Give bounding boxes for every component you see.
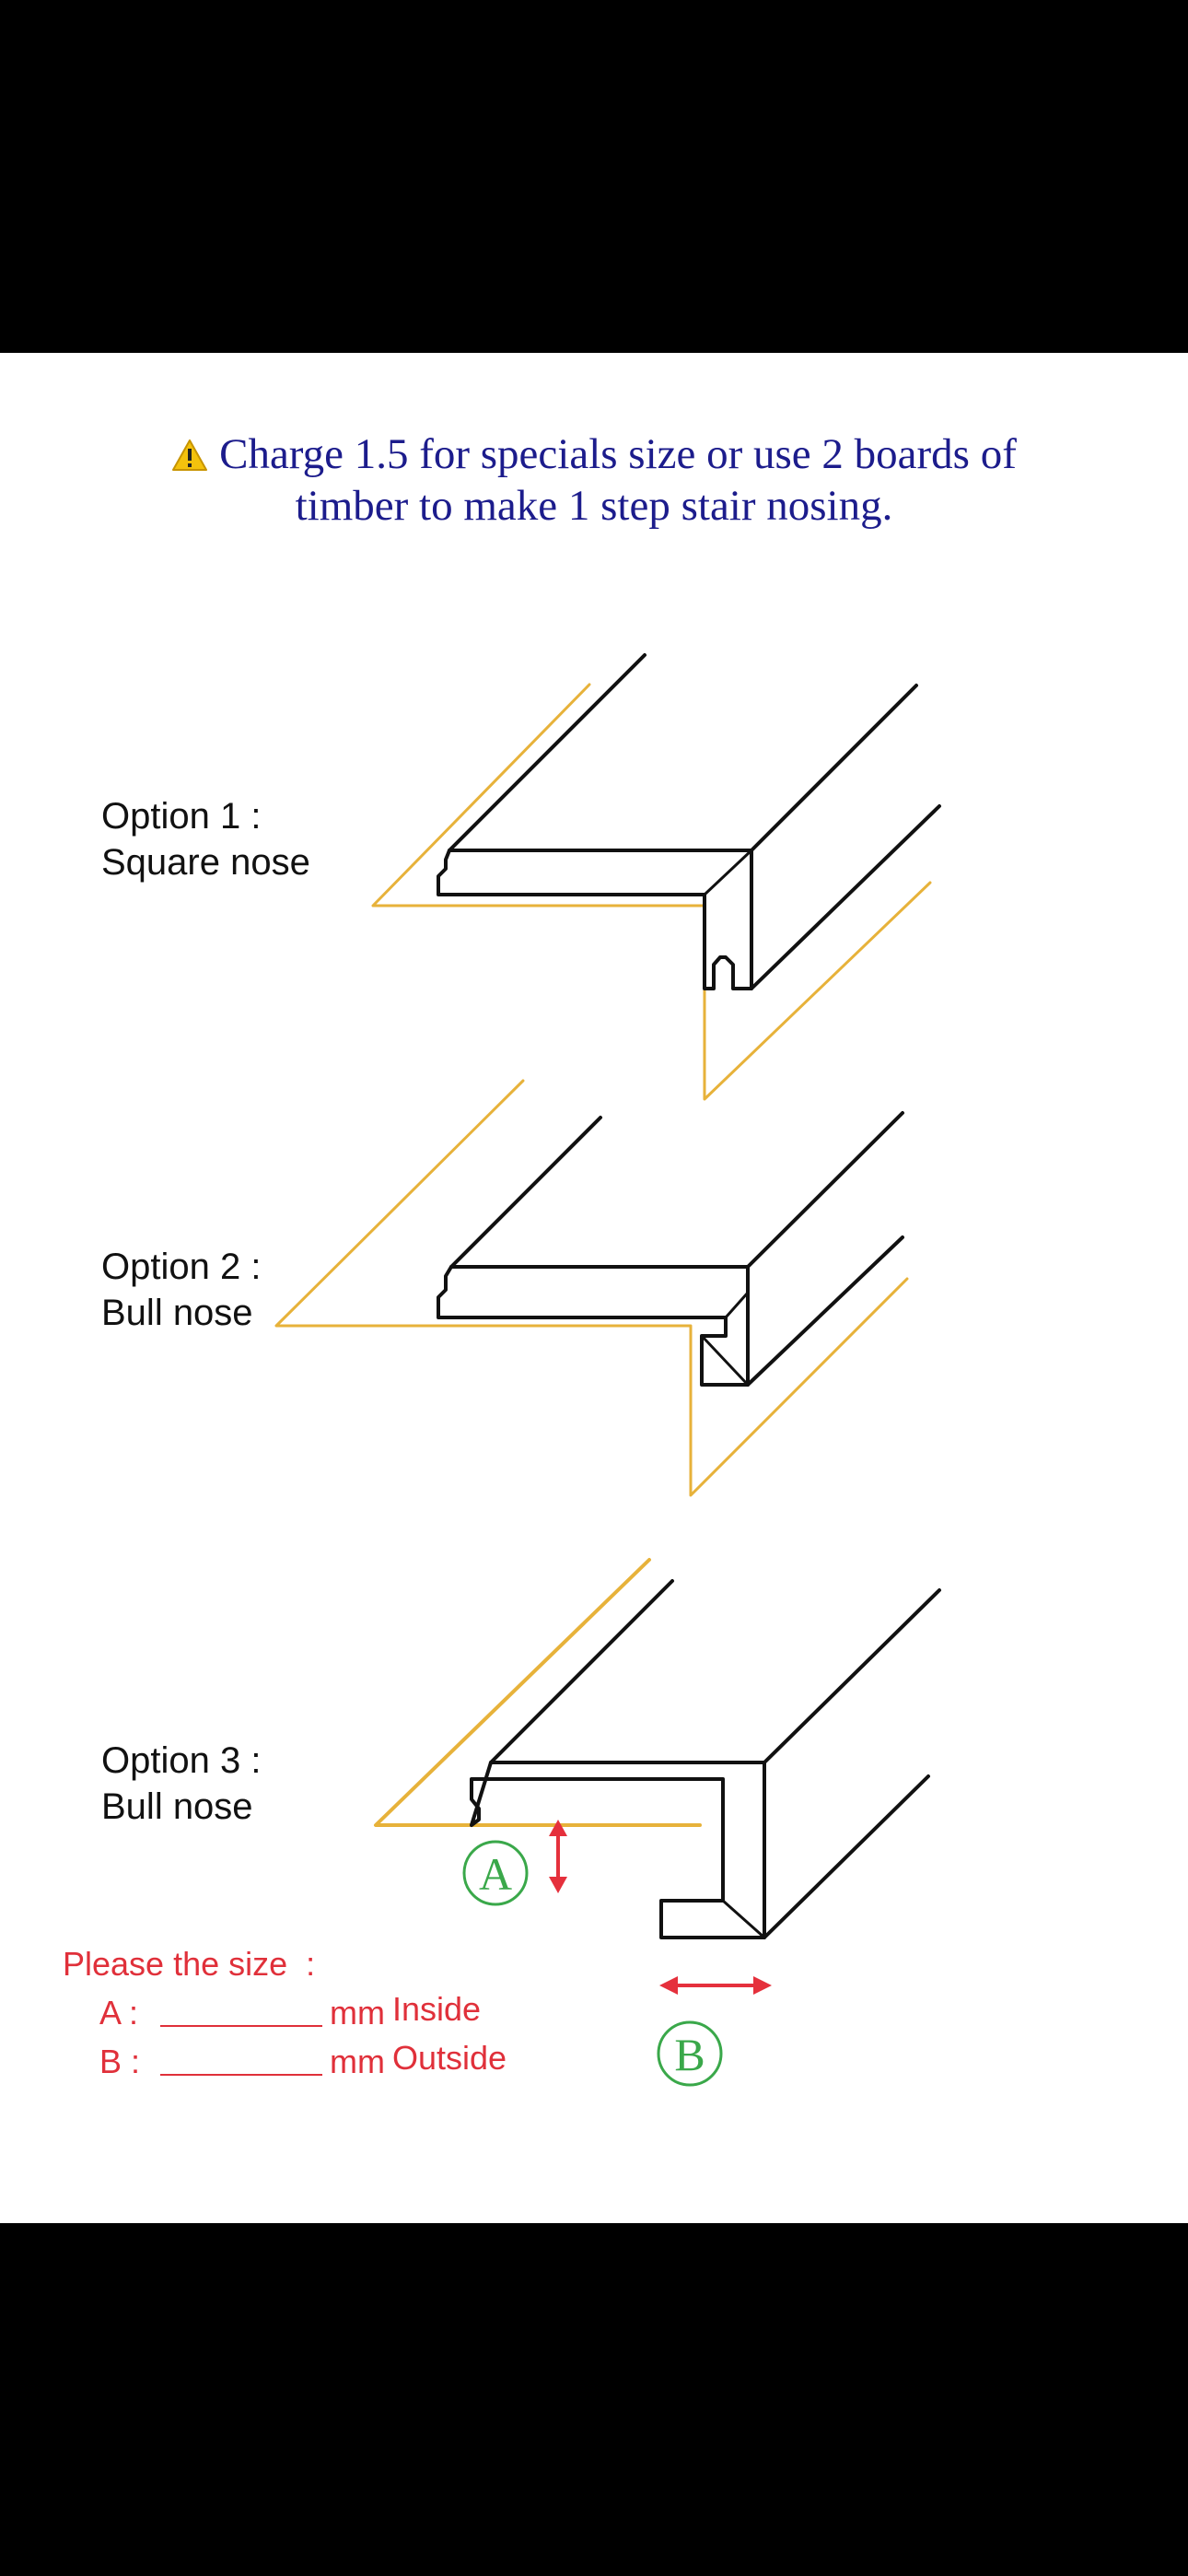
option-2-subtitle: Bull nose	[101, 1293, 253, 1333]
option-2-inner-crease-2	[700, 1334, 750, 1387]
option-3-subtitle: Bull nose	[101, 1786, 253, 1827]
marker-a-label: A	[479, 1848, 512, 1900]
option-1-label: Option 1 : Square nose	[101, 793, 310, 885]
option-2-back-edge	[746, 1111, 904, 1269]
option-3-title: Option 3 :	[101, 1740, 262, 1781]
size-request-heading: Please the size :	[63, 1945, 316, 1983]
size-a-unit: mm	[330, 1994, 385, 2032]
size-b-desc: Outside	[392, 2039, 507, 2077]
option-2-top-edge	[449, 1116, 602, 1269]
option-3-label: Option 3 : Bull nose	[101, 1738, 261, 1830]
dimension-a-arrow	[549, 1820, 567, 1893]
marker-b-label: B	[674, 2029, 705, 2080]
option-2-title: Option 2 :	[101, 1247, 262, 1287]
size-a-letter: A :	[99, 1994, 139, 2032]
option-1-diagram	[371, 653, 941, 1101]
option-1-nosing-profile	[437, 849, 753, 990]
size-b-blank[interactable]	[160, 2074, 322, 2076]
size-b-letter: B :	[99, 2043, 141, 2080]
option-3-top-edge	[489, 1579, 674, 1764]
diagram-sheet: Charge 1.5 for specials size or use 2 bo…	[0, 353, 1188, 2223]
option-2-label: Option 2 : Bull nose	[101, 1244, 261, 1336]
option-2-timber-outline	[274, 1079, 909, 1497]
notice-line-1: Charge 1.5 for specials size or use 2 bo…	[55, 428, 1133, 480]
size-row-b: B : mm Outside	[63, 2037, 507, 2086]
notice-text-line-2: timber to make 1 step stair nosing.	[295, 482, 893, 530]
option-1-subtitle: Square nose	[101, 842, 310, 883]
option-2-nosing-profile	[437, 1265, 750, 1387]
size-a-blank[interactable]	[160, 2025, 322, 2027]
option-2-lower-edge	[746, 1235, 904, 1387]
marker-b-circle	[657, 2020, 723, 2087]
size-request: Please the size : A : mm Inside B : mm O…	[63, 1939, 507, 2086]
warning-icon	[172, 439, 208, 471]
marker-a-circle	[462, 1840, 529, 1906]
option-1-inner-crease	[703, 849, 753, 896]
bottom-black-bar	[0, 2223, 1188, 2576]
option-1-back-edge	[750, 684, 918, 852]
option-3-timber-outline	[374, 1558, 702, 1827]
top-black-bar	[0, 0, 1188, 353]
notice: Charge 1.5 for specials size or use 2 bo…	[55, 428, 1133, 532]
option-3-inner-crease	[721, 1899, 766, 1939]
option-3-back-edge	[763, 1588, 941, 1764]
size-b-unit: mm	[330, 2043, 385, 2080]
option-3-lower-edge	[763, 1774, 930, 1939]
option-3-diagram: A B	[374, 1558, 941, 2087]
option-1-timber-outline	[371, 683, 932, 1101]
dimension-b-arrow	[659, 1976, 772, 1995]
option-1-top-edge	[448, 653, 646, 852]
size-row-a: A : mm Inside	[63, 1988, 481, 2037]
notice-text-line-1: Charge 1.5 for specials size or use 2 bo…	[219, 430, 1017, 478]
option-1-title: Option 1 :	[101, 796, 262, 837]
option-2-diagram	[274, 1079, 909, 1497]
option-2-inner-crease-1	[724, 1291, 750, 1319]
stair-nosing-diagrams: A B	[274, 653, 941, 2087]
option-1-lower-edge	[750, 804, 941, 990]
size-a-desc: Inside	[392, 1990, 482, 2028]
